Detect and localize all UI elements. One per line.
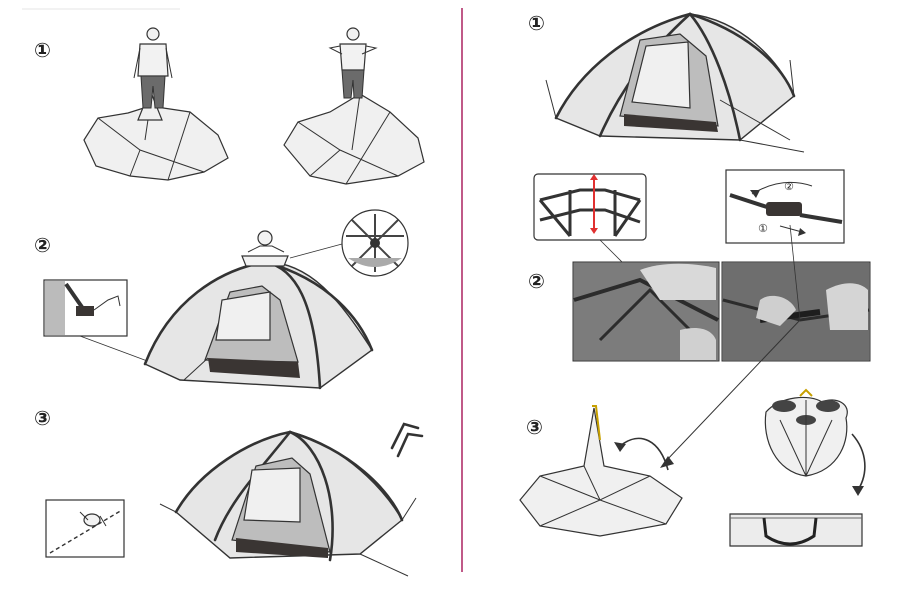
left-step-1-figure-a: [83, 27, 229, 181]
fold-arrowhead: [852, 486, 864, 496]
fold-arrow: [851, 433, 866, 491]
right-step-3-folding-tent: [519, 405, 683, 537]
right-step-1-tent: [545, 12, 805, 153]
joint-leader: [789, 224, 801, 321]
frame-detail-illustration: [538, 174, 642, 237]
left-step-2-leader-b: [289, 243, 343, 259]
left-step-2-label: ②: [34, 233, 51, 257]
carry-bag: [729, 513, 863, 547]
hub-detail-illustration: [346, 214, 404, 272]
stake-detail-illustration: [49, 509, 123, 554]
step3-leader: [664, 319, 801, 463]
joint-label-1: ①: [758, 222, 768, 235]
right-step-3-folded-tent: [764, 388, 848, 477]
right-step-2-frame-detail: [533, 173, 647, 241]
photo-b-content: [722, 263, 870, 360]
joint-label-2: ②: [784, 180, 794, 193]
left-step-1-label: ①: [34, 38, 51, 62]
right-step-2-label: ②: [528, 269, 545, 293]
left-step-3-label: ③: [34, 406, 51, 430]
buckle-detail-illustration: [45, 281, 121, 335]
left-step-2-leader-a: [79, 335, 151, 363]
step3-leader-arrowhead: [660, 456, 674, 468]
left-step-2-tent: [143, 230, 374, 390]
joint-detail-illustration: [729, 181, 843, 236]
photo-a-content: [573, 263, 719, 360]
left-step-3-tent: [159, 422, 424, 577]
right-step-1-label: ①: [528, 11, 545, 35]
right-step-3-label: ③: [526, 415, 543, 439]
left-step-1-figure-b: [283, 27, 425, 185]
